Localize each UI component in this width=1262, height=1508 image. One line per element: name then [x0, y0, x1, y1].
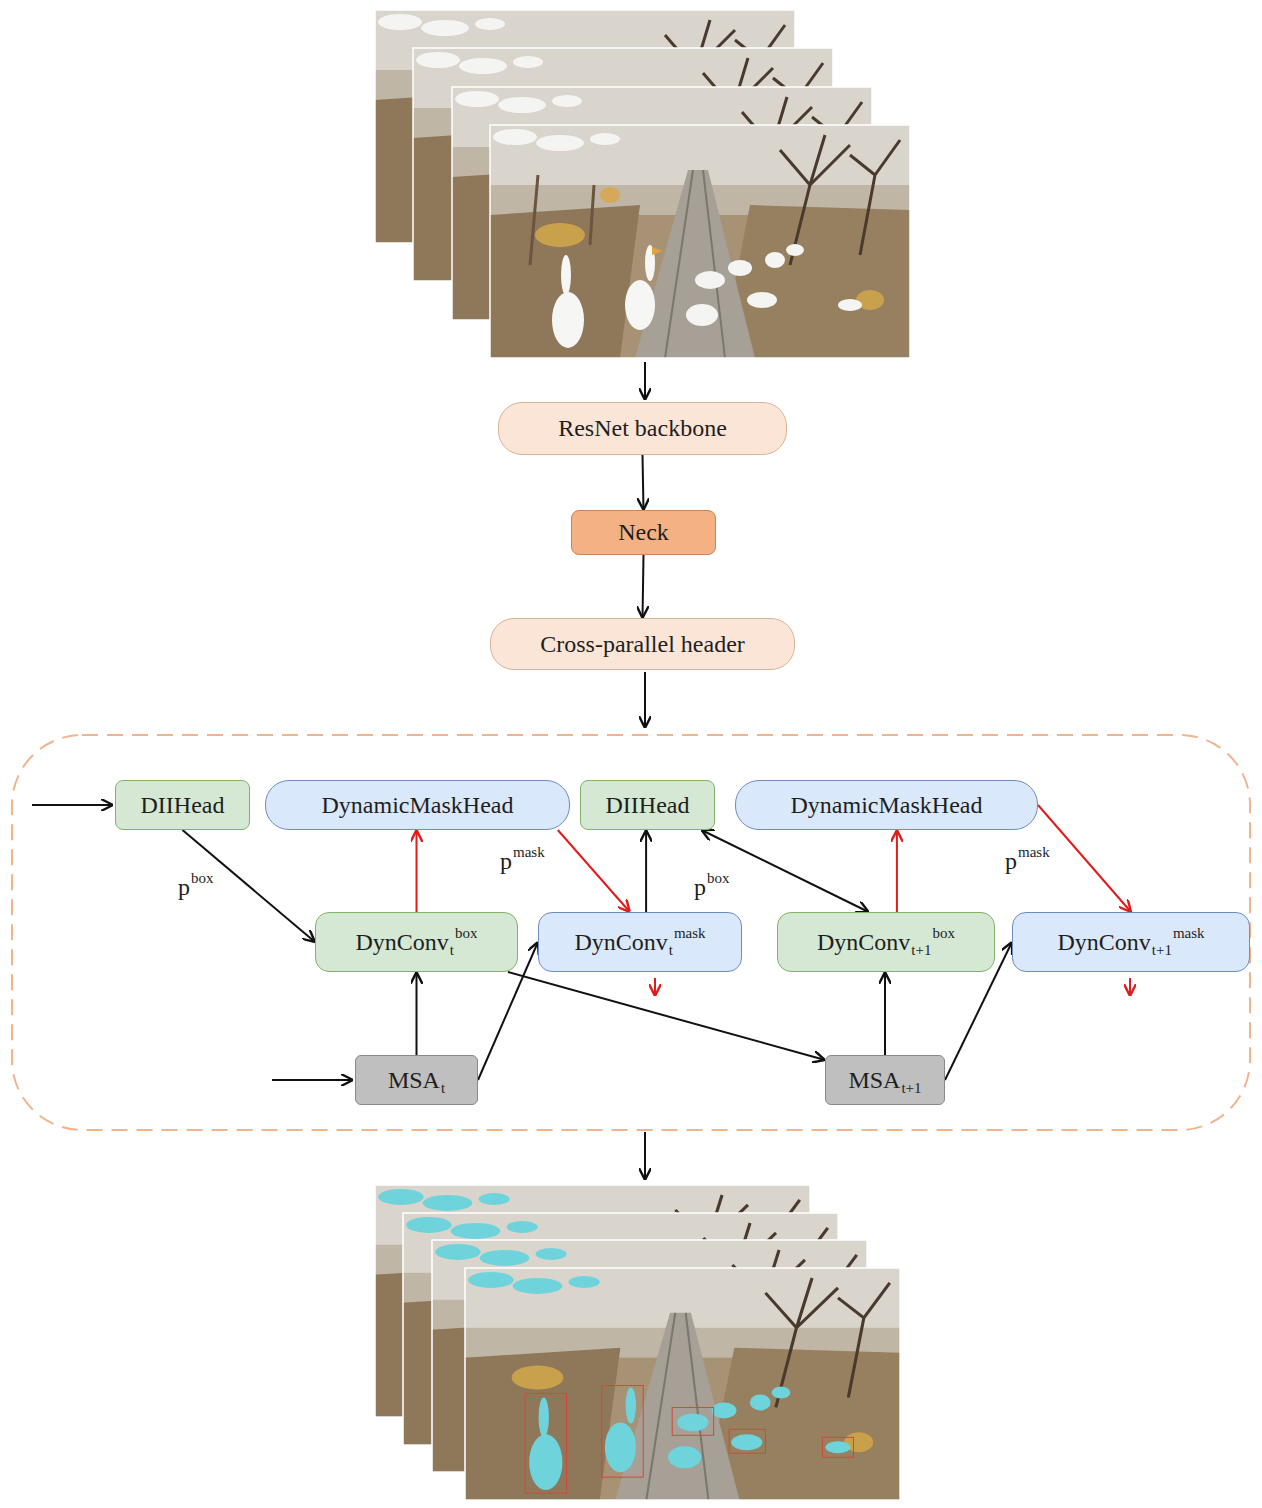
box-text: DIIHead: [606, 792, 690, 819]
flow-arrow: [644, 362, 646, 400]
head-box: DIIHead: [115, 780, 250, 830]
box-text: t+1: [1152, 942, 1172, 959]
label-superscript: box: [191, 870, 214, 887]
mask-head-box: DynamicMaskHead: [735, 780, 1038, 830]
label-superscript: box: [707, 870, 730, 887]
input-arrow: [32, 804, 113, 806]
box-text: box: [455, 925, 478, 942]
dynconv-box: DynConvt+1box: [777, 912, 995, 972]
box-text: t: [450, 942, 454, 959]
edge-label: pbox: [692, 874, 732, 901]
box-text: DynamicMaskHead: [791, 792, 983, 819]
dynconv-box: DynConvt+1mask: [1012, 912, 1250, 972]
dynconv-box: DynConvtbox: [315, 912, 518, 972]
label-superscript: mask: [1018, 844, 1050, 861]
box-text: DynConv: [574, 929, 667, 956]
input-frame: [490, 125, 910, 358]
label-symbol: p: [178, 874, 190, 901]
neck-box: Neck: [571, 510, 716, 555]
box-text: t+1: [901, 1080, 921, 1097]
msa-box: MSAt+1: [825, 1055, 945, 1105]
connector: [183, 830, 316, 942]
output-arrow: [1129, 978, 1131, 996]
connector: [896, 830, 898, 912]
head-box: DIIHead: [580, 780, 715, 830]
box-text: DynamicMaskHead: [322, 792, 514, 819]
box-text: mask: [1173, 925, 1205, 942]
connector: [643, 555, 644, 618]
box-text: MSA: [388, 1067, 440, 1094]
msa-box: MSAt: [355, 1055, 478, 1105]
edge-label: pmask: [498, 848, 547, 875]
box-text: t+1: [911, 942, 931, 959]
input-arrow: [272, 1079, 353, 1081]
box-text: t: [441, 1080, 445, 1097]
box-text: DIIHead: [141, 792, 225, 819]
connector: [645, 830, 647, 912]
label-symbol: p: [1005, 848, 1017, 875]
output-frame: [465, 1268, 900, 1500]
label-symbol: p: [500, 848, 512, 875]
connector: [416, 830, 418, 912]
output-photo-stack: [375, 1185, 900, 1500]
input-photo-stack: [375, 10, 910, 358]
connector: [643, 455, 644, 510]
box-text: box: [932, 925, 955, 942]
connector: [558, 830, 630, 912]
label-symbol: p: [694, 874, 706, 901]
edge-label: pmask: [1003, 848, 1052, 875]
dashed-region: [12, 735, 1250, 1130]
box-text: DynConv: [817, 929, 910, 956]
flow-arrow: [644, 672, 646, 728]
connector: [508, 972, 825, 1060]
box-text: ResNet backbone: [558, 415, 727, 442]
box-text: Neck: [618, 519, 669, 546]
mask-head-box: DynamicMaskHead: [265, 780, 570, 830]
box-text: Cross-parallel header: [540, 631, 745, 658]
box-text: DynConv: [355, 929, 448, 956]
dynconv-box: DynConvtmask: [538, 912, 742, 972]
edge-label: pbox: [176, 874, 216, 901]
header-box: Cross-parallel header: [490, 618, 795, 670]
connector: [416, 972, 418, 1055]
box-text: mask: [674, 925, 706, 942]
flow-arrow: [644, 1132, 646, 1180]
backbone-box: ResNet backbone: [498, 402, 787, 455]
label-superscript: mask: [513, 844, 545, 861]
box-text: t: [669, 942, 673, 959]
connector: [1038, 805, 1131, 912]
box-text: MSA: [848, 1067, 900, 1094]
connector: [884, 972, 886, 1055]
output-arrow: [654, 978, 656, 996]
box-text: DynConv: [1057, 929, 1150, 956]
